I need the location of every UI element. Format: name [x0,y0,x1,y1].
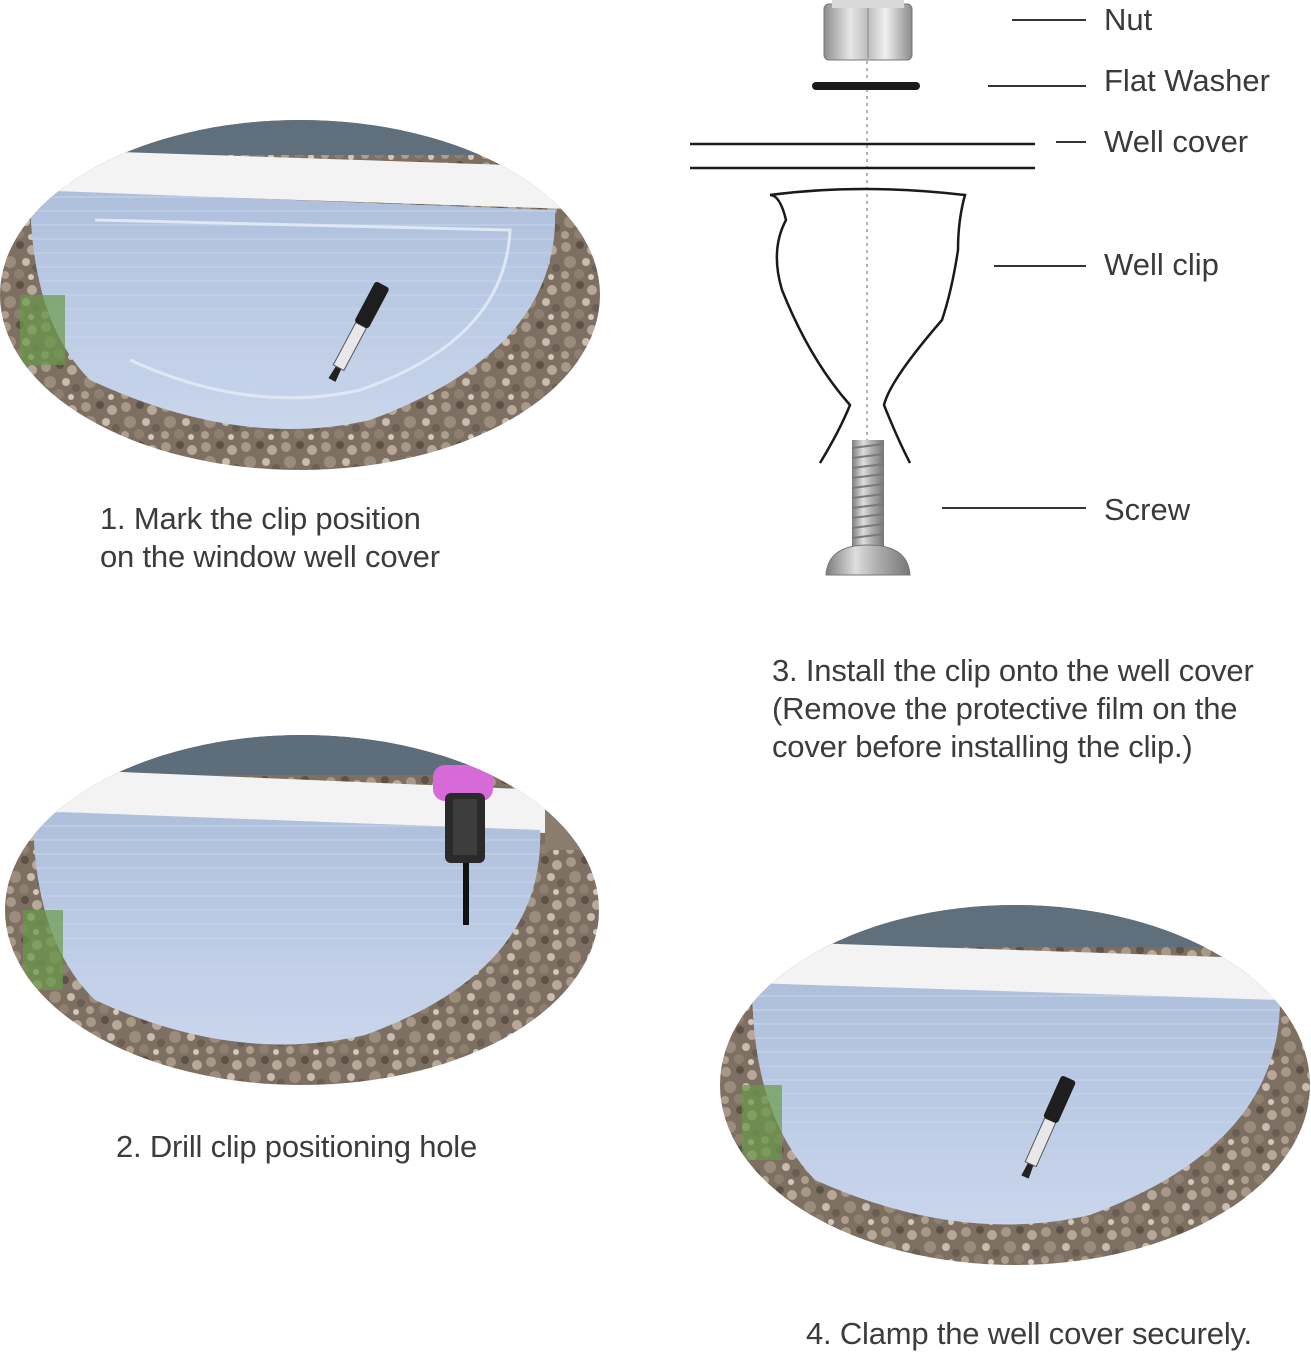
step-3-caption-line-3: cover before installing the clip.) [772,729,1193,764]
well-clip-icon [769,187,967,464]
step-2-caption: 2. Drill clip positioning hole [116,1128,477,1166]
screw-icon [825,440,911,576]
step-1-caption-line-2: on the window well cover [100,539,440,574]
screw-label: Screw [1104,492,1191,527]
nut-label: Nut [1104,2,1153,37]
step-4-caption-line-1: 4. Clamp the well cover securely. [806,1316,1252,1351]
well-clip-label: Well clip [1104,247,1219,282]
flat-washer-icon [812,82,920,90]
step-3-caption-line-1: 3. Install the clip onto the well cover [772,653,1254,688]
step-3-caption-line-2: (Remove the protective film on the [772,691,1238,726]
step-3-caption: 3. Install the clip onto the well cover … [772,652,1254,766]
step-1-caption-line-1: 1. Mark the clip position [100,501,421,536]
flat-washer-label: Flat Washer [1104,63,1270,98]
step-4-photo [720,905,1311,1265]
step-1-photo [0,120,600,470]
step-2-photo [5,735,600,1085]
nut-icon [823,0,913,61]
step-4-caption: 4. Clamp the well cover securely. [806,1315,1252,1353]
clip-assembly-diagram: Nut Flat Washer Well cover Well clip Scr… [640,0,1311,600]
step-2-caption-line-1: 2. Drill clip positioning hole [116,1129,478,1164]
step-1-caption: 1. Mark the clip position on the window … [100,500,440,576]
well-cover-label: Well cover [1104,124,1249,159]
